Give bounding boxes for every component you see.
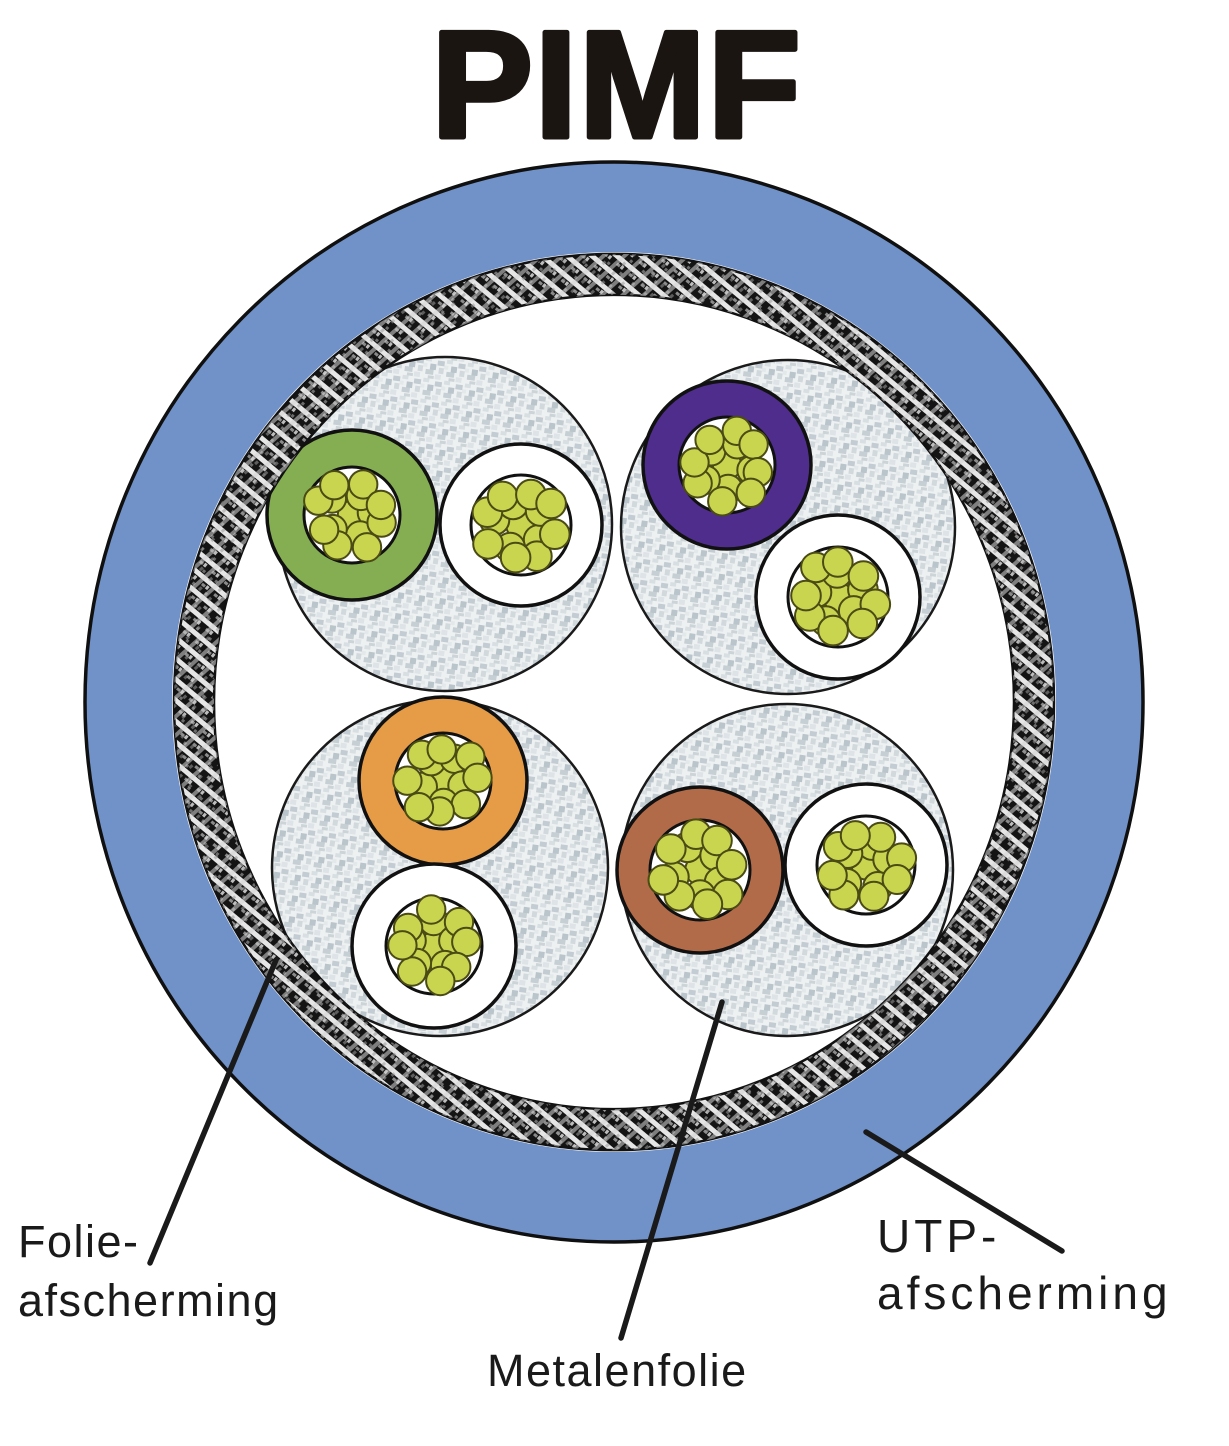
conductor-green <box>265 428 439 602</box>
wire-strands <box>387 894 482 997</box>
braid-shield-ring <box>172 252 1056 1152</box>
wire-strands <box>816 820 918 912</box>
annotation-labels: Folie- afscherming Metalenfolie UTP- afs… <box>18 1210 1172 1396</box>
wire-strands <box>471 478 571 574</box>
label-folie-line1: Folie- <box>18 1216 140 1267</box>
wire-strands <box>303 469 397 563</box>
label-metalenfolie: Metalenfolie <box>487 1345 748 1396</box>
conductor-violet <box>641 379 813 551</box>
wire-strands <box>679 415 773 517</box>
label-utp-line1: UTP- <box>877 1210 1000 1262</box>
wire-strands <box>392 734 493 827</box>
conductor-white-3 <box>350 862 518 1030</box>
label-utp-line2: afscherming <box>877 1267 1172 1319</box>
conductor-orange <box>357 695 529 867</box>
conductor-brown <box>615 785 785 955</box>
leader-line-utp-afscherming <box>863 1129 1065 1254</box>
label-folie-line2: afscherming <box>18 1275 280 1326</box>
conductor-white-4 <box>783 782 949 948</box>
cable-diagram <box>83 160 1145 1341</box>
conductor-white-1 <box>438 442 604 608</box>
leader-line-folie-afscherming <box>147 957 279 1266</box>
wire-strands <box>647 818 748 921</box>
conductor-white-2 <box>754 513 922 681</box>
diagram-title: PIMF <box>431 0 802 170</box>
wire-strands <box>790 546 892 647</box>
leader-line-metalenfolie <box>618 999 725 1341</box>
